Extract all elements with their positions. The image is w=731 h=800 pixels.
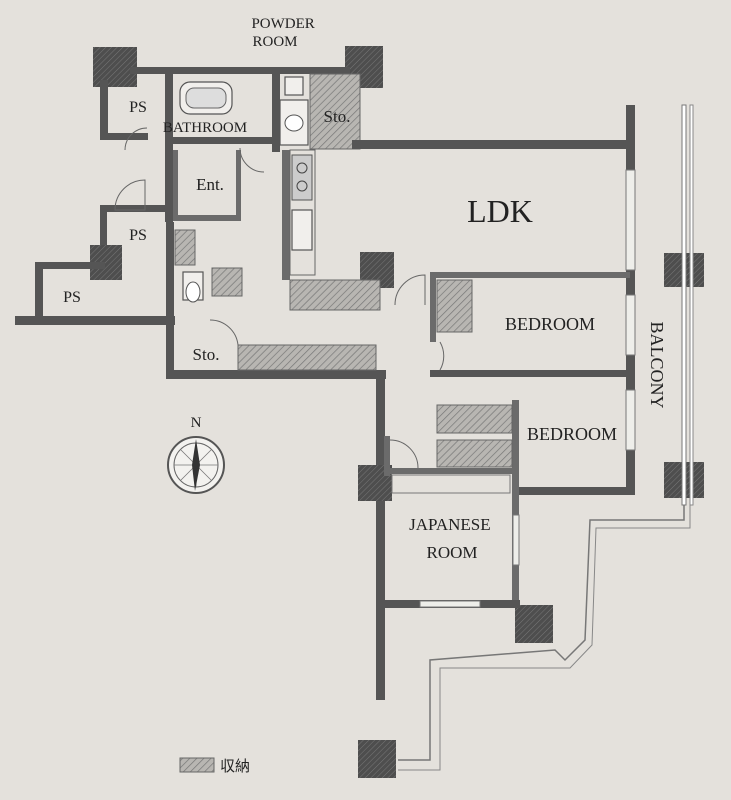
storage-bedroom2-top [436,404,513,434]
compass: N [167,415,225,494]
label-ps-middle: PS [129,227,147,244]
label-powder-room: POWDER ROOM [251,16,318,50]
wall-ps-left-left [35,262,43,317]
wall-ps-mid-left [100,205,107,260]
wall-ent-left [173,150,178,220]
storage-row [237,344,377,371]
pillar-japanese-right [515,605,553,643]
door-bath [239,147,265,173]
pillar-bottom [358,740,396,778]
washbasin [284,114,304,132]
wall-bath-bottom [170,137,275,144]
label-entrance: Ent. [196,175,224,194]
wall-bedroom1-top [430,272,630,278]
door-japanese [389,439,419,469]
label-bedroom-2: BEDROOM [527,424,617,444]
label-powder-line1: POWDER [251,16,314,32]
wall-ps-left-top [35,262,105,269]
wall-center-vertical [376,370,385,700]
window-japanese-side [512,514,520,566]
label-ldk: LDK [467,193,533,229]
wall-ldk-top [352,140,634,149]
wall-top-outer [130,67,350,74]
label-ps-top: PS [129,99,147,116]
label-ps-left: PS [63,289,81,306]
wall-left-vertical [166,222,174,378]
balcony-rail-outer [681,104,687,506]
window-japanese [419,600,481,608]
legend-storage-swatch [179,757,215,773]
toilet-bowl [185,281,201,303]
label-storage-top: Sto. [324,107,351,126]
burner-1 [296,162,308,174]
bathtub-inner [185,87,227,109]
balcony-rail-inner [689,104,694,506]
balcony-outline [398,505,685,761]
storage-bedroom1 [436,279,473,333]
walls [15,46,704,778]
wall-japanese-top [390,468,515,474]
legend-storage-label: 収納 [220,757,250,775]
room-labels: POWDER ROOM BATHROOM Sto. PS Ent. PS PS … [63,16,667,562]
balcony-outline-inner [398,505,691,771]
wall-ps-bottom [100,133,148,140]
label-storage-left: Sto. [193,345,220,364]
wall-ent-right [236,150,241,220]
door-ldk [394,274,426,306]
label-japanese-line1: JAPANESE [409,515,491,534]
wall-bedroom1-bottom [430,370,630,377]
wall-ps-left [100,80,108,140]
label-bathroom: BATHROOM [163,120,247,136]
legend: 収納 [179,757,250,775]
label-powder-line2: ROOM [252,34,297,50]
wall-hall-left [384,436,390,476]
wall-storage-bottom [166,370,386,379]
storage-hall [211,267,243,297]
storage-bedroom2-bottom [436,439,513,468]
toilet-storage [174,229,196,266]
burner-2 [296,180,308,192]
kitchen-sink [291,209,313,251]
sto-top-block [309,73,361,150]
kitchen-counter [289,149,316,276]
wall-powder-right [272,72,280,152]
compass-north-label: N [191,415,202,431]
wall-outer-left [15,316,175,325]
label-japanese-room: JAPANESE ROOM [409,515,495,562]
fixtures [114,76,636,608]
wall-bedroom2-bottom [515,487,630,495]
wall-kitchen-left [282,150,290,280]
storage-kitchen-back [289,279,381,311]
wall-ent-bottom [173,215,241,221]
wall-ps-mid-top [100,205,170,212]
compass-needle-icon [192,439,200,491]
wall-japanese-right [512,400,519,605]
stove [291,154,313,201]
door-entrance [114,179,146,211]
wall-bedroom-left [430,272,436,342]
label-bedroom-1: BEDROOM [505,314,595,334]
powder-unit [284,76,304,96]
label-balcony: BALCONY [647,321,667,408]
door-toilet [209,319,239,346]
window-ldk [625,169,636,271]
door-bedroom1 [439,341,445,371]
label-japanese-line2: ROOM [426,543,477,562]
window-bedroom1 [625,294,636,356]
window-bedroom2 [625,389,636,451]
wall-bath-left [165,72,173,222]
tokonoma [391,474,511,494]
door-ps [124,127,148,151]
